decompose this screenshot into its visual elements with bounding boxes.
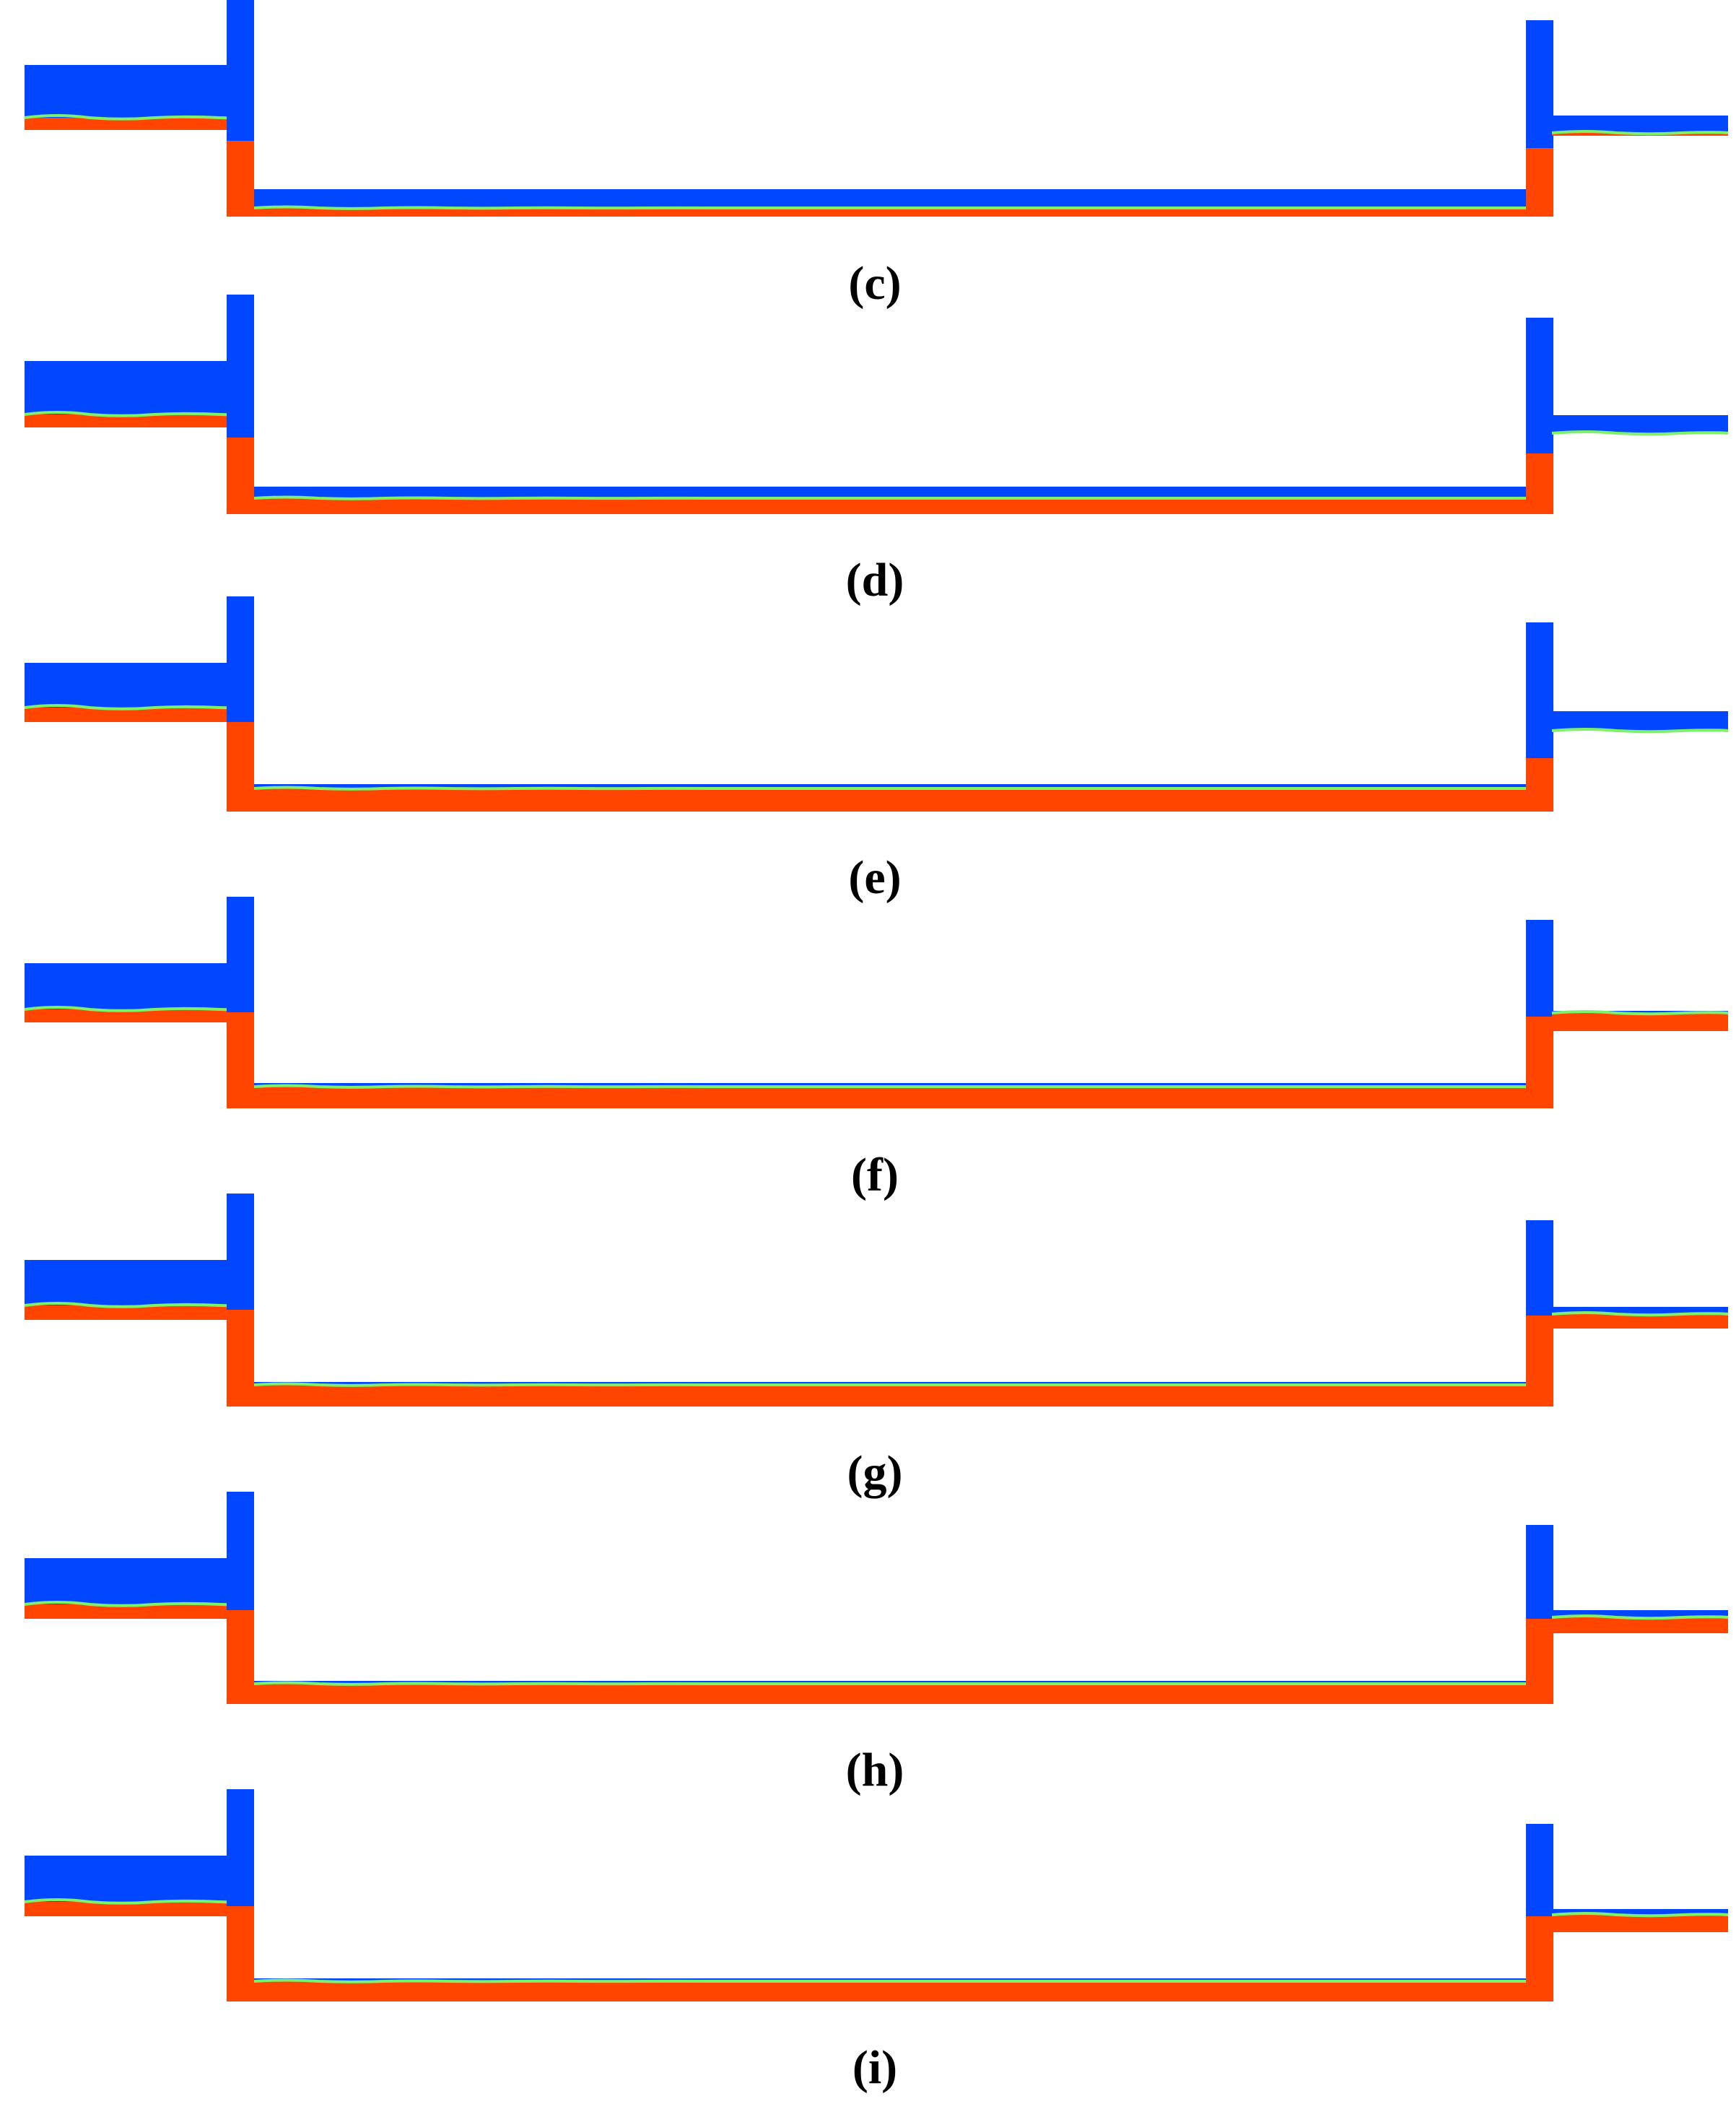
panel-label-e: (e) (848, 851, 902, 904)
main-pipe-water (254, 498, 1527, 514)
left-channel-water (25, 414, 228, 427)
right-channel-water (1552, 1617, 1728, 1633)
main-pipe-interface (253, 495, 1527, 500)
left-channel-water (25, 1604, 228, 1619)
main-pipe-water (254, 1684, 1527, 1704)
left-channel-water (25, 118, 228, 130)
main-pipe-water (254, 1087, 1527, 1108)
right-channel-air (1552, 711, 1728, 731)
right-channel-interface (1551, 430, 1729, 436)
left-channel-water (25, 708, 228, 722)
panel-label-h: (h) (845, 1744, 904, 1796)
panel-i (24, 1789, 1729, 2001)
left-channel-water (25, 1902, 228, 1916)
left-shaft-water (227, 1610, 254, 1704)
main-pipe-interface (253, 1681, 1527, 1686)
main-pipe-interface (253, 1084, 1527, 1089)
right-channel-air (1552, 415, 1728, 433)
right-channel-interface (1551, 130, 1729, 136)
left-shaft-water (227, 438, 254, 514)
right-channel-interface (1551, 1614, 1729, 1620)
right-channel-water (1552, 1013, 1728, 1031)
left-channel-water (25, 1009, 228, 1022)
main-pipe-water (254, 1981, 1527, 2001)
right-shaft-water (1526, 1916, 1553, 2001)
panel-g (24, 1194, 1729, 1407)
right-shaft-water (1526, 453, 1553, 514)
right-channel-water (1552, 1915, 1728, 1932)
right-channel-interface (1551, 1311, 1729, 1317)
right-shaft-water (1526, 148, 1553, 217)
panel-label-i: (i) (852, 2041, 898, 2094)
panel-d (24, 295, 1729, 514)
main-pipe-interface (253, 786, 1527, 791)
right-channel-interface (1551, 1912, 1729, 1918)
main-pipe-water (254, 1385, 1527, 1407)
panel-label-g: (g) (847, 1446, 903, 1499)
main-pipe-interface (253, 1382, 1527, 1387)
panel-label-d: (d) (845, 554, 904, 607)
panel-e (24, 596, 1729, 812)
panel-label-f: (f) (851, 1149, 899, 1201)
panel-h (24, 1492, 1729, 1704)
left-channel-water (25, 1305, 228, 1320)
panel-label-c: (c) (848, 257, 902, 310)
left-shaft-water (227, 722, 254, 812)
main-pipe-water (254, 208, 1527, 217)
right-channel-water (1552, 1314, 1728, 1329)
right-shaft-water (1526, 1619, 1553, 1704)
left-shaft-water (227, 1906, 254, 2001)
panel-c (24, 0, 1729, 217)
right-shaft-water (1526, 1017, 1553, 1108)
panel-f (24, 897, 1729, 1108)
left-shaft-water (227, 1012, 254, 1108)
left-shaft-water (227, 1310, 254, 1407)
right-shaft-water (1526, 758, 1553, 812)
right-channel-interface (1551, 728, 1729, 734)
left-shaft-water (227, 141, 254, 217)
right-channel-interface (1551, 1010, 1729, 1016)
main-pipe-interface (253, 205, 1527, 210)
main-pipe-water (254, 788, 1527, 812)
right-shaft-water (1526, 1316, 1553, 1407)
main-pipe-interface (253, 1978, 1527, 1983)
